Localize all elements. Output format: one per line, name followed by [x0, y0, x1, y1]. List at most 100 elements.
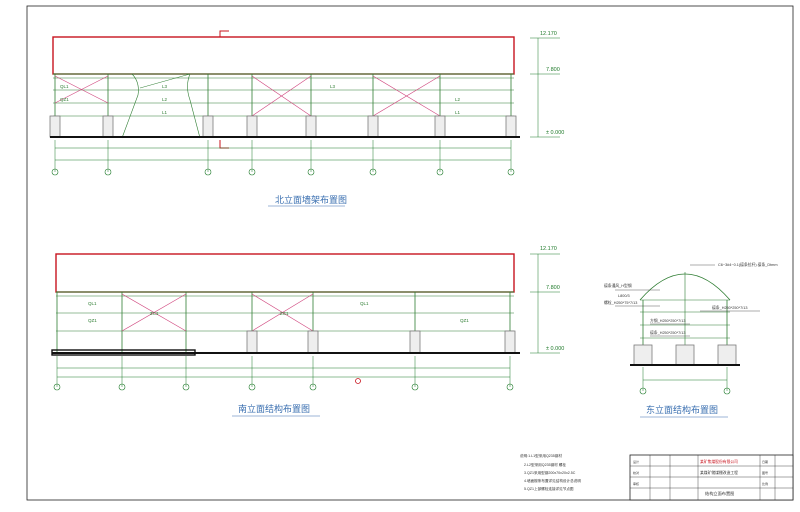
south-elevation: 12.170 7.800 ± 0.000 QL1 QZ1 ZC1 ZC1 QL1…: [51, 246, 564, 417]
east-callout: L800/3: [618, 294, 630, 298]
axis-bubble: [436, 168, 444, 176]
axis-bubble: [369, 168, 377, 176]
east-callout: 方钢_H250*250*7/13: [650, 318, 685, 323]
north-door-frame: [187, 73, 201, 139]
member-mark: QZ1: [88, 318, 97, 323]
south-dimensions: [56, 356, 511, 387]
tb-cell: 比例: [762, 481, 768, 486]
north-dimensions: [54, 140, 512, 172]
east-callout: 檩条_H250*250*7/13: [650, 330, 685, 335]
north-axis-bubbles: [51, 168, 515, 176]
axis-bubble: [639, 387, 647, 395]
pier: [633, 344, 653, 366]
north-piers: [49, 115, 517, 138]
axis-bubble: [204, 168, 212, 176]
north-brace: [372, 75, 441, 117]
north-elev-base: ± 0.000: [546, 130, 564, 136]
note-line: 3.QZ1采用型钢200x70x20x2.5C: [524, 470, 576, 475]
member-mark: QL1: [360, 301, 369, 306]
member-mark: L3: [330, 84, 336, 89]
south-bracing: [121, 293, 314, 332]
axis-bubble: [248, 383, 256, 391]
north-bracing: [54, 75, 441, 117]
pier: [202, 115, 214, 138]
north-door-opening: [108, 73, 201, 139]
tb-cell: 图号: [762, 470, 768, 475]
member-mark: QL1: [88, 301, 97, 306]
south-axis-bubbles: [53, 383, 514, 391]
pier: [675, 344, 695, 366]
north-title: 北立面墙架布置图: [275, 194, 347, 206]
tb-cell: 校对: [633, 470, 639, 475]
north-door-line: [139, 73, 191, 89]
north-brace: [251, 75, 312, 117]
axis-bubble: [182, 383, 190, 391]
pier: [49, 115, 61, 138]
pier: [307, 330, 319, 354]
north-elevation-marks: [530, 37, 560, 138]
axis-bubble: [309, 383, 317, 391]
pier: [246, 115, 258, 138]
axis-bubble: [248, 168, 256, 176]
south-columns: [56, 292, 511, 353]
north-elevation: 12.170 7.800 ± 0.000 QL1 QZ1 L3 L2 L1 L3…: [49, 30, 564, 207]
member-mark: L1: [162, 110, 168, 115]
east-leaders: [615, 264, 760, 337]
axis-bubble: [118, 383, 126, 391]
tb-cell: 审核: [633, 481, 639, 486]
south-elev-top: 12.170: [540, 246, 557, 252]
member-mark: ZC1: [280, 311, 289, 316]
north-roof-outline: [52, 36, 515, 75]
note-line: 5.QZ1上部螺栓连接详见节点图: [524, 486, 574, 491]
east-callout: 螺栓_H250*75*7/13: [604, 300, 637, 305]
member-mark: L2: [455, 97, 461, 102]
axis-bubble: [51, 168, 59, 176]
note-line: 说明:1.L1型采用Q235钢材: [520, 453, 562, 458]
member-mark: QZ1: [60, 97, 69, 102]
member-mark: QL1: [60, 84, 69, 89]
member-mark: QZ1: [460, 318, 469, 323]
pier: [504, 330, 516, 354]
pier: [305, 115, 317, 138]
general-notes: 说明:1.L1型采用Q235钢材 2.L2型采用Q235钢材 螺栓 3.QZ1采…: [520, 453, 581, 491]
east-piers: [633, 344, 737, 366]
south-brace: [251, 293, 314, 332]
east-title: 东立面结构布置图: [646, 404, 718, 416]
title-drawing: 结构立面布置图: [705, 490, 734, 497]
tb-cell: 设计: [633, 459, 639, 464]
note-line: 2.L2型采用Q235钢材 螺栓: [524, 462, 566, 467]
east-elevation: C6~3#4~0.1(檩条拉杆) 檩条_Dtmm 檩条通风_H型钢 L800/3…: [604, 262, 778, 418]
pier: [102, 115, 114, 138]
axis-bubble: [507, 168, 515, 176]
member-mark: L3: [162, 84, 168, 89]
south-elev-mid: 7.800: [546, 285, 560, 291]
pier: [409, 330, 421, 354]
tb-cell: 日期: [762, 459, 768, 464]
north-door-frame: [121, 73, 139, 139]
member-mark: L1: [455, 110, 461, 115]
south-section-marker: [355, 378, 361, 384]
east-callout: 檩条_H250*250*7/13: [712, 305, 747, 310]
title-company: 某矿焦煤股份有限公司: [700, 459, 738, 464]
title-block: 某矿焦煤股份有限公司 某煤矿储煤棚改造工程 结构立面布置图 设计 校对 审核 日…: [629, 454, 794, 501]
pier: [717, 344, 737, 366]
north-section-marker: [219, 140, 229, 149]
pier: [434, 115, 446, 138]
sheet-border: [26, 5, 794, 501]
note-line: 4.墙面檩条布置详见结构设计总说明: [524, 478, 581, 483]
south-roof-outline: [55, 253, 515, 293]
east-callout: C6~3#4~0.1(檩条拉杆) 檩条_Dtmm: [718, 262, 778, 267]
south-piers: [246, 330, 516, 354]
title-block-frame: [629, 454, 794, 501]
north-elev-top: 12.170: [540, 31, 557, 37]
north-brace: [54, 75, 109, 104]
pier: [246, 330, 258, 354]
axis-bubble: [104, 168, 112, 176]
axis-bubble: [53, 383, 61, 391]
north-elev-mid: 7.800: [546, 67, 560, 73]
south-brace: [121, 293, 187, 332]
axis-bubble: [506, 383, 514, 391]
south-elevation-marks: [530, 253, 560, 354]
member-mark: ZC1: [150, 311, 159, 316]
